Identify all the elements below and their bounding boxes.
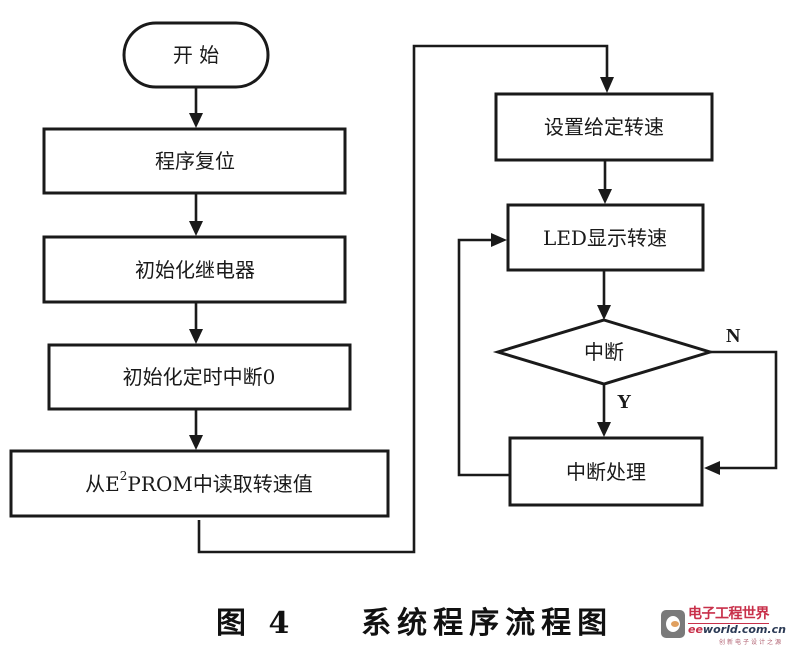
eeworld-logo-icon — [661, 610, 685, 638]
arrow-down-icon — [598, 189, 612, 204]
watermark-domain-prefix: ee — [688, 623, 703, 636]
process-shape — [42, 127, 347, 195]
node-init-timer: 初始化定时中断0 — [47, 343, 352, 411]
watermark-logo: 电子工程世界 eeworld.com.cn 创新电子设计之源 — [661, 606, 788, 646]
node-interrupt-handler: 中断处理 — [508, 436, 704, 507]
figure-title: 系统程序流程图 — [361, 606, 614, 641]
edge-set-speed-led-display — [598, 160, 612, 204]
edge-start-reset — [189, 87, 203, 128]
arrow-right-icon — [491, 233, 507, 247]
node-interrupt-handler-label: 中断处理 — [566, 460, 646, 484]
watermark-domain-rest: world.com.cn — [702, 623, 786, 636]
arrow-left-icon — [704, 461, 720, 475]
edge-led-display-interrupt-check — [597, 270, 611, 320]
node-read-eeprom-label: 从E2PROM中读取转速值 — [85, 469, 313, 496]
node-reset: 程序复位 — [42, 127, 347, 195]
edge-label-no: N — [726, 325, 741, 347]
node-init-timer-label: 初始化定时中断0 — [123, 365, 276, 389]
watermark-domain: eeworld.com.cn — [688, 623, 786, 636]
process-shape — [506, 203, 705, 272]
process-shape — [47, 343, 352, 411]
label-part-2: PROM中读取转速值 — [127, 472, 312, 496]
figure-caption: 图 4 系统程序流程图 — [216, 598, 613, 642]
edge-interrupt-handler-led-display — [457, 233, 510, 477]
edge-init-relay-init-timer — [189, 302, 203, 344]
arrow-down-icon — [597, 305, 611, 320]
edge-interrupt-check-no: N — [704, 325, 778, 475]
node-init-relay-label: 初始化继电器 — [135, 258, 255, 282]
arrow-down-icon — [189, 221, 203, 236]
process-shape — [508, 436, 704, 507]
node-read-eeprom: 从E2PROM中读取转速值 — [9, 449, 390, 518]
node-set-speed-label: 设置给定转速 — [544, 115, 664, 139]
watermark-name: 电子工程世界 — [688, 606, 770, 624]
arrow-down-icon — [600, 77, 614, 93]
node-led-display-label: LED显示转速 — [543, 226, 667, 250]
arrow-down-icon — [597, 422, 611, 437]
node-interrupt-check: 中断 — [492, 318, 716, 386]
edge-interrupt-check-yes: Y — [597, 384, 632, 437]
label-part-1: 从E — [85, 472, 120, 496]
watermark-tagline: 创新电子设计之源 — [719, 639, 784, 646]
edge-init-timer-read-eeprom — [189, 409, 203, 450]
edge-label-yes: Y — [617, 391, 632, 413]
label-superscript: 2 — [120, 469, 128, 483]
process-shape — [9, 449, 390, 518]
node-set-speed: 设置给定转速 — [494, 92, 714, 162]
edge-read-eeprom-set-speed — [197, 44, 614, 554]
arrow-down-icon — [189, 113, 203, 128]
process-shape — [42, 235, 347, 304]
arrow-down-icon — [189, 329, 203, 344]
arrow-down-icon — [189, 435, 203, 450]
figure-number: 图 4 — [216, 606, 296, 641]
node-start: 开 始 — [122, 21, 270, 89]
node-interrupt-check-label: 中断 — [584, 340, 624, 364]
node-led-display: LED显示转速 — [506, 203, 705, 272]
node-reset-label: 程序复位 — [155, 149, 235, 173]
edge-reset-init-relay — [189, 193, 203, 236]
node-init-relay: 初始化继电器 — [42, 235, 347, 304]
node-start-label: 开 始 — [173, 43, 219, 67]
